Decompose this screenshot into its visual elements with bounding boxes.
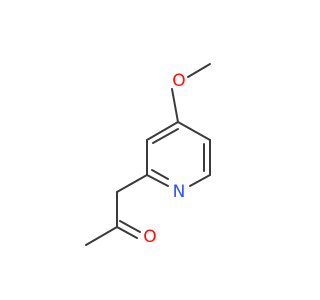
bond-carbonyl-methyl — [85, 226, 118, 246]
bond-n-c2 — [146, 174, 169, 187]
bond-c2-ch2 — [116, 174, 148, 193]
bond-methyl-o — [187, 63, 211, 78]
bond-c3-c4-inner — [152, 128, 179, 144]
bond-n-c2-inner — [151, 169, 169, 180]
atom-nitrogen: N — [173, 182, 186, 202]
atom-oxygen-methoxy: O — [172, 71, 185, 91]
bond-c3-c4 — [146, 121, 179, 141]
bond-c4-c5 — [177, 121, 211, 141]
atom-oxygen-carbonyl: O — [143, 227, 156, 247]
bond-c-o-double-b — [119, 220, 141, 233]
bond-c-o-double-a — [116, 226, 138, 239]
molecule-structure: O N O — [85, 63, 211, 247]
bond-c6-n — [189, 174, 211, 187]
bond-o-ring — [171, 88, 179, 123]
